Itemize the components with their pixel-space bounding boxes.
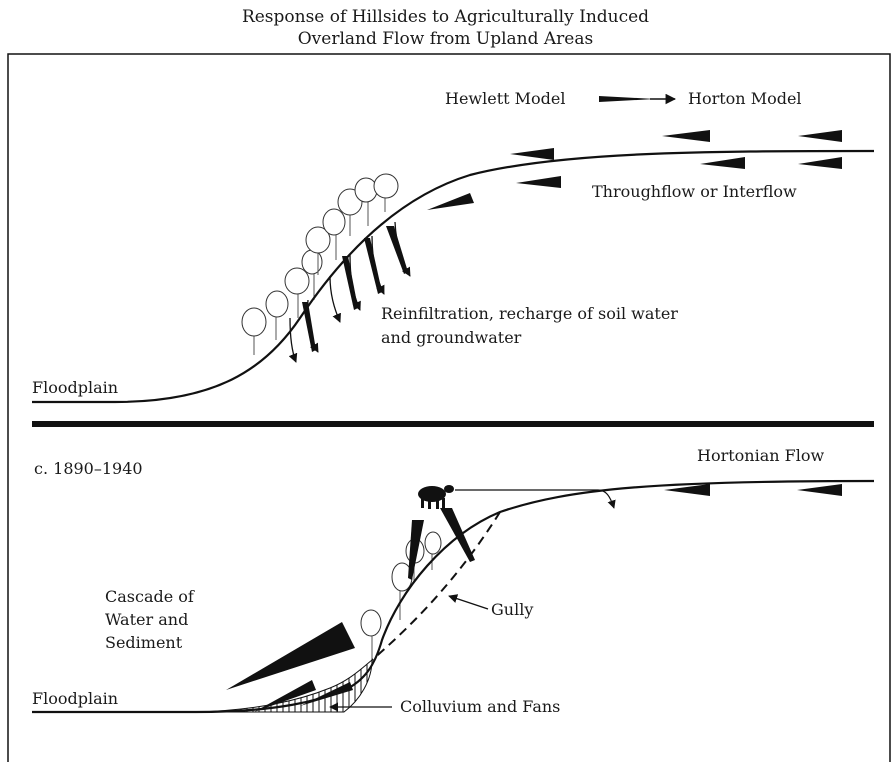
- label-colluvium-fans: Colluvium and Fans: [400, 697, 560, 717]
- label-cascade-3: Sediment: [105, 633, 182, 653]
- label-hewlett-model: Hewlett Model: [445, 89, 566, 109]
- panel-separator: [32, 421, 874, 427]
- tree-stand-bottom: [361, 532, 441, 660]
- label-floodplain-top: Floodplain: [32, 378, 118, 398]
- cow-icon: [418, 485, 454, 509]
- legend-arrow: [599, 96, 675, 102]
- label-cascade-2: Water and: [105, 610, 188, 630]
- label-reinfiltration-2: and groundwater: [381, 328, 521, 348]
- gully-leader: [449, 596, 488, 609]
- label-reinfiltration-1: Reinfiltration, recharge of soil water: [381, 304, 678, 324]
- label-period: c. 1890–1940: [34, 459, 143, 479]
- label-hortonian-flow: Hortonian Flow: [697, 446, 824, 466]
- label-cascade-1: Cascade of: [105, 587, 194, 607]
- label-gully: Gully: [491, 600, 533, 620]
- hortonian-flow-arrows: [664, 484, 842, 496]
- label-throughflow: Throughflow or Interflow: [592, 182, 797, 202]
- figure-frame: [8, 54, 890, 762]
- overland-flow-arrows-top: [510, 130, 842, 160]
- label-horton-model: Horton Model: [688, 89, 802, 109]
- label-floodplain-bottom: Floodplain: [32, 689, 118, 709]
- runoff-wedges: [408, 508, 475, 580]
